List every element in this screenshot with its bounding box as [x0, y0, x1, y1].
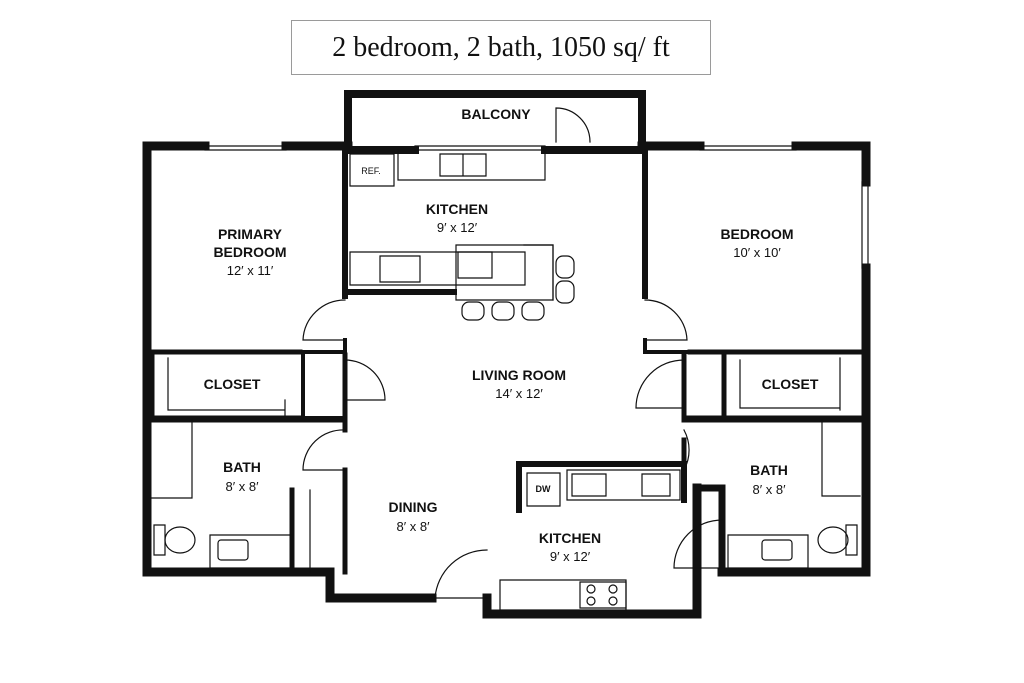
refrigerator-label: REF.	[361, 166, 381, 176]
dining-size: 8′ x 8′	[396, 519, 430, 534]
laundry-sink	[641, 473, 671, 497]
bedroom-size: 10′ x 10′	[733, 245, 781, 260]
dishwasher-label: DW	[536, 484, 551, 494]
stove-top	[379, 255, 421, 283]
kitchen-sink	[439, 153, 487, 177]
primary-bedroom-door	[302, 299, 346, 341]
lower-stove	[579, 581, 627, 609]
bath-right-size: 8′ x 8′	[752, 482, 786, 497]
balcony-label: BALCONY	[461, 106, 531, 122]
exterior-wall-left	[142, 141, 335, 577]
plan-title: 2 bedroom, 2 bath, 1050 sq/ ft	[291, 20, 711, 75]
lower-sink	[571, 473, 607, 497]
balcony-door	[555, 107, 591, 143]
kitchen-top-label: KITCHEN	[426, 201, 488, 217]
primary-bedroom-label-1: PRIMARY	[218, 226, 283, 242]
bedroom-door	[644, 299, 688, 341]
refrigerator	[349, 153, 395, 187]
kitchen-island	[455, 244, 554, 301]
bedroom-label: BEDROOM	[720, 226, 793, 242]
exterior-wall-right	[717, 141, 871, 577]
kitchen-top-size: 9′ x 12′	[437, 220, 478, 235]
primary-bedroom-size: 12′ x 11′	[227, 263, 274, 278]
kitchen-rear-door	[673, 519, 723, 569]
closet-right-label: CLOSET	[762, 376, 819, 392]
kitchen-bottom-size: 9′ x 12′	[550, 549, 591, 564]
closet-left-label: CLOSET	[204, 376, 261, 392]
left-toilet	[164, 526, 196, 554]
balcony-wall	[344, 90, 646, 150]
living-room-size: 14′ x 12′	[495, 386, 543, 401]
entry-door	[434, 549, 488, 599]
left-closet-door	[344, 359, 386, 401]
bath-right-label: BATH	[750, 462, 788, 478]
dishwasher	[526, 472, 561, 507]
right-closet-door	[635, 359, 685, 409]
kitchen-bottom-label: KITCHEN	[539, 530, 601, 546]
left-bath-door	[302, 429, 346, 471]
right-bath-door	[683, 429, 690, 471]
island-sink	[457, 251, 493, 279]
living-room-label: LIVING ROOM	[472, 367, 566, 383]
dining-label: DINING	[389, 499, 438, 515]
primary-bedroom-label-2: BEDROOM	[213, 244, 286, 260]
bath-left-size: 8′ x 8′	[225, 479, 259, 494]
bath-left-label: BATH	[223, 459, 261, 475]
right-toilet	[817, 526, 849, 554]
